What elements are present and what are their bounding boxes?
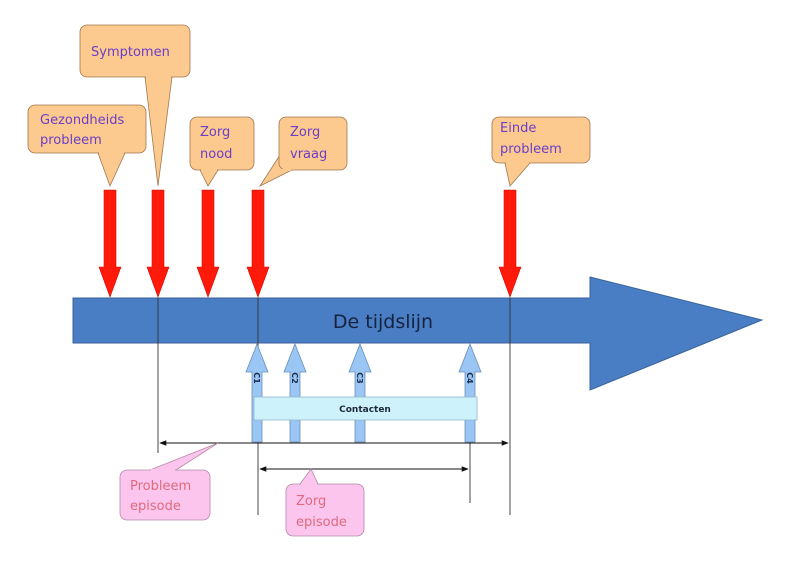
gezondheidsprobleem-callout-pointer [97,152,126,188]
zorg-episode-callout-text: Zorg [296,494,326,509]
zorgvraag-callout-text: Zorg [290,125,320,140]
probleem-episode-callout-text: Probleem [130,479,191,494]
contacts-box-label: Contacten [339,405,391,415]
zorgnood-callout-box [189,116,255,171]
zorg-episode-callout-pointer [299,468,319,485]
zorgvraag-callout-box [278,116,348,171]
einde-probleem-event-arrow [498,189,522,298]
contact-arrows: C1 C2 C3 C4 [245,342,482,443]
einde-probleem-callout-pointer [504,162,531,187]
timeline-arrow: De tijdslijn [72,276,764,391]
contact-arrow-label: C2 [290,372,299,383]
reference-lines [157,298,511,515]
contact-arrow-c2: C2 [283,342,307,443]
gezondheidsprobleem-callout-box [27,104,147,154]
contacts-box: Contacten [253,396,478,421]
gezondheidsprobleem-callout: Gezondheids probleem [27,104,147,188]
probleem-episode-callout-text: episode [130,499,181,514]
einde-probleem-callout: Einde probleem [491,116,591,187]
symptomen-callout-text: Symptomen [91,45,170,60]
contacts-box-rect [253,396,478,421]
zorg-episode-callout-box [285,483,365,537]
zorg-episode-callout: Zorg episode [285,468,365,537]
zorg-episode-callout-text: episode [296,515,347,530]
einde-probleem-callout-text: Einde [500,121,536,136]
event-arrows [98,189,522,298]
zorgnood-callout-text: nood [200,147,232,162]
zorgnood-event-arrow [196,189,220,298]
contact-arrow-shape [245,342,269,443]
probleem-episode-callout: Probleem episode [119,442,219,521]
timeline-label: De tijdslijn [333,311,433,333]
contact-arrow-label: C1 [252,372,261,384]
symptomen-callout-pointer [144,76,173,187]
contact-arrow-label: C4 [465,372,474,384]
einde-probleem-callout-text: probleem [500,142,562,157]
event-callouts: GezondheidsprobleemSymptomenZorgnoodZorg… [27,24,591,188]
zorgnood-callout-pointer [199,169,219,187]
gezondheidsprobleem-callout-text: probleem [40,133,102,148]
contact-arrow-c4: C4 [458,342,482,443]
zorgvraag-event-arrow [246,189,270,298]
gezondheidsprobleem-event-arrow [98,189,122,298]
contact-arrow-shape [283,342,307,443]
zorgvraag-callout: Zorg vraag [258,116,348,188]
timeline-arrow-shape [72,276,764,391]
symptomen-event-arrow [146,189,170,298]
symptomen-callout-box [79,24,191,78]
contact-arrow-c3: C3 [348,342,372,443]
zorgnood-callout-text: Zorg [200,125,230,140]
zorgnood-callout: Zorg nood [189,116,255,187]
zorgvraag-callout-text: vraag [290,147,327,162]
contact-arrow-label: C3 [355,372,364,383]
contact-arrow-c1: C1 [245,342,269,443]
probleem-episode-callout-pointer [149,442,219,471]
einde-probleem-callout-box [491,116,591,164]
episode-callouts: Probleem episode Zorg episode [119,442,365,537]
symptomen-callout: Symptomen [79,24,191,187]
contact-arrow-shape [348,342,372,443]
contact-arrow-shape [458,342,482,443]
gezondheidsprobleem-callout-text: Gezondheids [40,113,124,128]
